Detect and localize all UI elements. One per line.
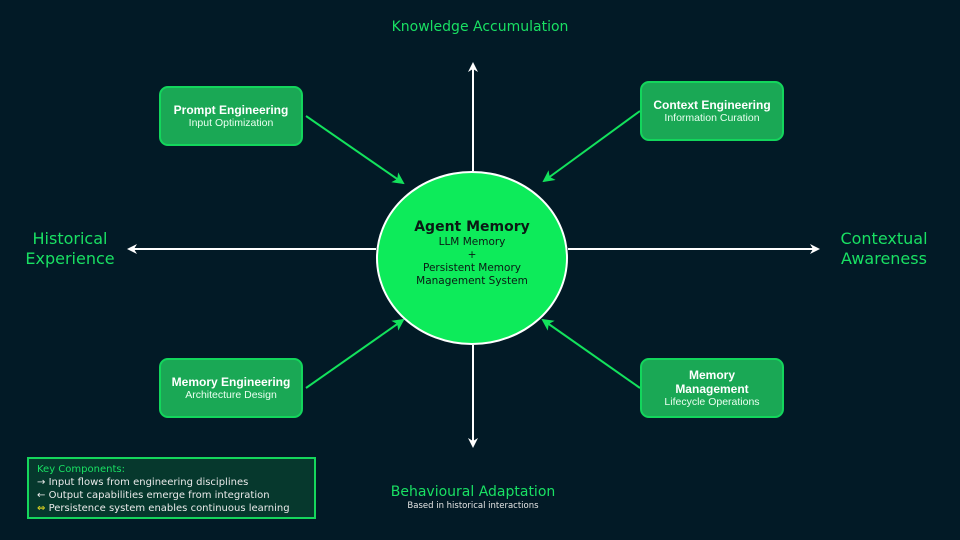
- behavioural-adaptation-label: Behavioural Adaptation Based in historic…: [350, 484, 596, 511]
- box-title: Memory Engineering: [171, 374, 291, 389]
- context-engineering-box: Context Engineering Information Curation: [640, 81, 784, 141]
- box-title: Prompt Engineering: [173, 102, 289, 117]
- legend-box: Key Components: → Input flows from engin…: [27, 457, 316, 519]
- hub-title: Agent Memory: [414, 218, 530, 235]
- knowledge-accumulation-label: Knowledge Accumulation: [391, 19, 569, 35]
- label-line: Experience: [25, 249, 115, 268]
- legend-item: ← Output capabilities emerge from integr…: [37, 489, 306, 502]
- hub-line: +: [467, 248, 477, 261]
- label-subtitle: Based in historical interactions: [407, 501, 539, 511]
- left-arrow-icon: ←: [37, 490, 46, 501]
- legend-heading: Key Components:: [37, 464, 125, 475]
- bidirectional-arrow-icon: ⇔: [37, 503, 46, 514]
- memory-management-box: Memory Management Lifecycle Operations: [640, 358, 784, 418]
- contextual-awareness-label: Contextual Awareness: [818, 229, 950, 269]
- box-subtitle: Input Optimization: [188, 116, 274, 129]
- box-title: Context Engineering: [653, 97, 771, 112]
- label-title: Behavioural Adaptation: [390, 484, 556, 500]
- legend-text: Input flows from engineering disciplines: [48, 477, 249, 488]
- legend-item: → Input flows from engineering disciplin…: [37, 476, 306, 489]
- memory-engineering-box: Memory Engineering Architecture Design: [159, 358, 303, 418]
- arrow-from-prompt: [305, 115, 405, 185]
- hub-line: Management System: [416, 274, 528, 287]
- legend-item: ⇔ Persistence system enables continuous …: [37, 502, 306, 515]
- right-arrow-icon: →: [37, 477, 46, 488]
- box-subtitle: Architecture Design: [185, 388, 277, 401]
- arrow-from-context: [542, 110, 641, 183]
- hub-line: Persistent Memory: [423, 261, 521, 274]
- label-line: Contextual: [840, 229, 928, 248]
- box-subtitle: Information Curation: [664, 111, 760, 124]
- agent-memory-hub: Agent Memory LLM Memory + Persistent Mem…: [376, 171, 568, 345]
- box-title: Memory Management: [675, 367, 749, 396]
- arrow-from-mem-eng: [305, 318, 405, 389]
- box-subtitle: Lifecycle Operations: [664, 395, 760, 408]
- prompt-engineering-box: Prompt Engineering Input Optimization: [159, 86, 303, 146]
- label-line: Historical: [32, 229, 108, 248]
- label-line: Awareness: [841, 249, 927, 268]
- legend-text: Output capabilities emerge from integrat…: [48, 490, 270, 501]
- arrow-from-mem-mgmt: [541, 318, 641, 389]
- historical-experience-label: Historical Experience: [10, 229, 130, 269]
- hub-line: LLM Memory: [438, 235, 506, 248]
- legend-text: Persistence system enables continuous le…: [48, 503, 290, 514]
